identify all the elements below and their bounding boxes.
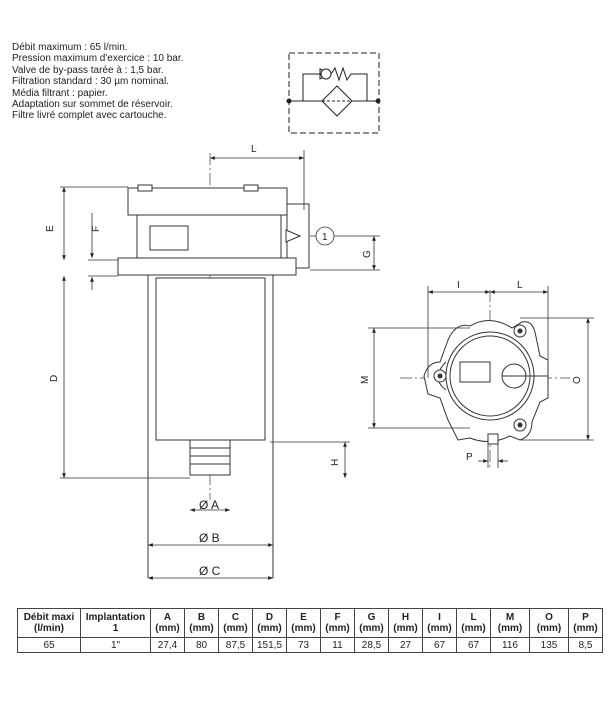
table-cell: 8,5 [568,637,603,653]
hydraulic-symbol [286,52,381,134]
table-header: G(mm) [354,608,389,638]
table-cell: 27 [388,637,423,653]
dim-label-i: I [457,280,460,291]
table-header: B(mm) [184,608,219,638]
dimension-lines-side [60,150,380,580]
dimension-lines-top [368,286,594,468]
port-label: 1 [322,232,328,243]
dim-label-b: Ø B [199,531,220,545]
table-header: F(mm) [320,608,355,638]
table-cell: 65 [17,637,81,653]
table-cell: 116 [490,637,530,653]
dimension-labels-top: I L M O P [360,280,583,463]
table-cell: 1" [80,637,151,653]
table-header: I(mm) [422,608,457,638]
table-cell: 151,5 [252,637,287,653]
dim-label-c: Ø C [199,564,221,578]
filter-top-view [400,290,570,468]
dim-label-d: D [49,375,60,382]
spec-line: Filtration standard : 30 µm nominal. [12,76,169,88]
table-cell: 11 [320,637,355,653]
spec-line: Débit maximum : 65 l/min. [12,42,128,53]
dim-label-l-top: L [517,280,523,291]
table-header: O(mm) [529,608,569,638]
table-cell: 73 [286,637,321,653]
specifications-text: Débit maximum : 65 l/min. Pression maxim… [12,42,183,122]
dim-label-e: E [45,225,56,232]
table-header: M(mm) [490,608,530,638]
table-row: 65 1" 27,4 80 87,5 151,5 73 11 28,5 27 6… [17,637,603,653]
dim-label-o: O [572,376,583,384]
dimension-labels-side: L E F G D H 1 Ø A Ø B Ø C [45,144,373,578]
dim-label-p: P [466,452,473,463]
spec-line: Valve de by-pass tarée à : 1,5 bar. [12,64,164,76]
table-header: P(mm) [568,608,603,638]
table-header: H(mm) [388,608,423,638]
filter-side-view [117,153,310,578]
dim-label-a: Ø A [199,498,219,512]
table-header: C(mm) [218,608,253,638]
spec-line: Média filtrant : papier. [12,87,108,99]
dim-label-g: G [362,250,373,258]
spec-line: Pression maximum d'exercice : 10 bar. [12,53,184,65]
table-cell: 80 [184,637,219,653]
table-header: L(mm) [456,608,491,638]
table-cell: 28,5 [354,637,389,653]
table-header: A(mm) [150,608,185,638]
dim-label-m: M [360,376,371,384]
table-header: Débit maxi(l/min) [17,608,81,638]
dim-label-l: L [251,144,257,155]
table-cell: 67 [456,637,491,653]
table-header: D(mm) [252,608,287,638]
table-cell: 87,5 [218,637,253,653]
table-cell: 135 [529,637,569,653]
dim-label-f: F [91,226,102,232]
table-cell: 67 [422,637,457,653]
table-cell: 27,4 [150,637,185,653]
spec-line: Adaptation sur sommet de réservoir. [12,99,173,111]
spec-line: Filtre livré complet avec cartouche. [12,110,167,122]
table-header: E(mm) [286,608,321,638]
dim-label-h: H [330,459,341,466]
